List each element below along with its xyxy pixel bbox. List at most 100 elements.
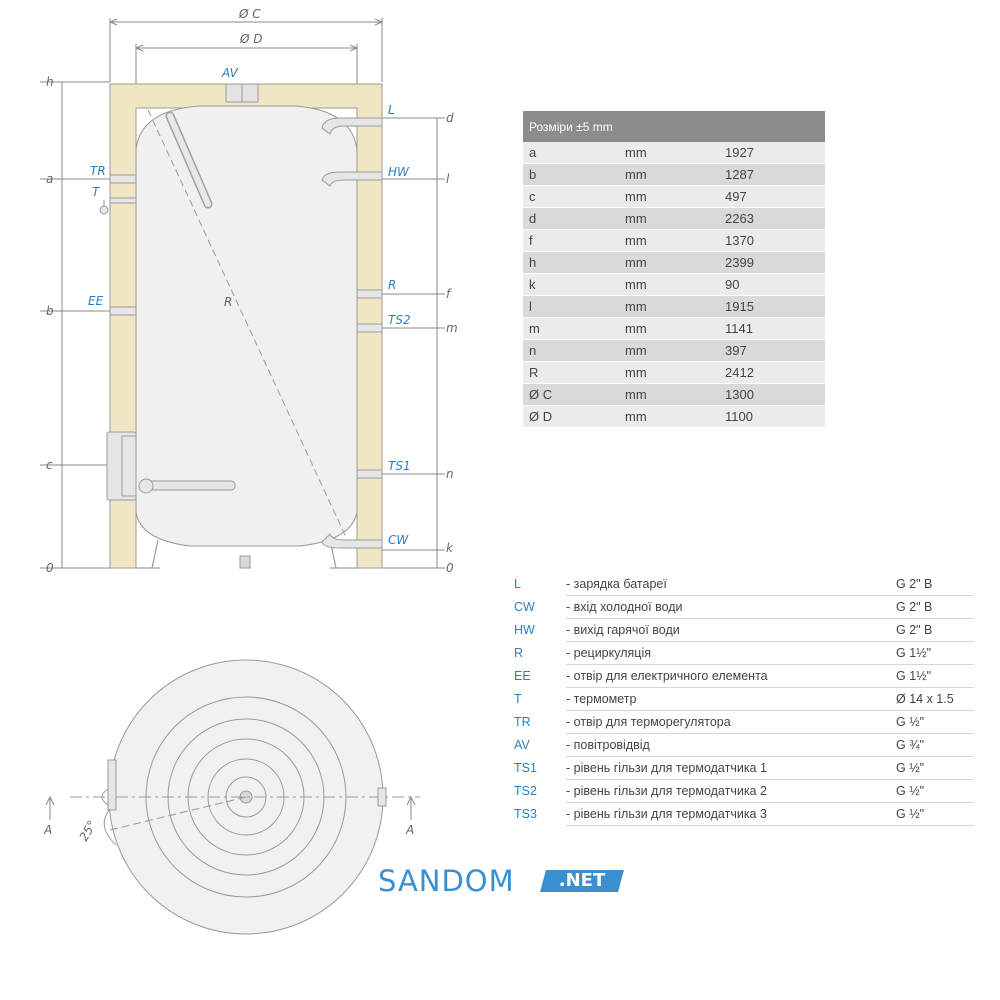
conn-av: AV — [221, 66, 239, 80]
param-cell: n — [523, 339, 619, 362]
legend-desc: - повітровідвід — [566, 738, 650, 752]
conn-t: T — [92, 185, 101, 199]
level-0-left: 0 — [46, 561, 54, 575]
conn-r: R — [388, 278, 396, 292]
param-cell: f — [523, 229, 619, 252]
level-b: b — [46, 304, 54, 318]
param-cell: l — [523, 295, 619, 318]
legend-code: EE — [514, 669, 531, 683]
value-cell: 1300 — [719, 383, 825, 406]
unit-cell: mm — [619, 229, 719, 252]
unit-cell: mm — [619, 207, 719, 230]
param-cell: Ø C — [523, 383, 619, 406]
legend-code: R — [514, 646, 524, 660]
unit-cell: mm — [619, 339, 719, 362]
section-mark-left: A — [43, 823, 52, 837]
legend-size: G 1½" — [896, 669, 932, 683]
legend-row: CW - вхід холодної води G 2" B — [514, 596, 974, 619]
legend-size: G ½" — [896, 715, 925, 729]
legend-code: T — [514, 692, 522, 706]
legend-code: CW — [514, 600, 535, 614]
legend-desc: - рециркуляція — [566, 646, 651, 660]
legend-desc: - рівень гільзи для термодатчика 3 — [566, 807, 767, 821]
legend-desc: - отвір для електричного елемента — [566, 669, 768, 683]
unit-cell: mm — [619, 163, 719, 186]
unit-cell: mm — [619, 185, 719, 208]
legend-size: G 2" B — [896, 623, 933, 637]
top-dimension-lines — [108, 18, 384, 88]
legend-size: G ¾" — [896, 738, 925, 752]
value-cell: 2399 — [719, 251, 825, 274]
unit-cell: mm — [619, 295, 719, 318]
legend-code: TS2 — [514, 784, 537, 798]
value-cell: 397 — [719, 339, 825, 362]
right-pipe-connections — [321, 117, 383, 549]
legend-size: G 2" B — [896, 600, 933, 614]
unit-cell: mm — [619, 317, 719, 340]
brand-name: SANDOM — [378, 864, 515, 898]
legend-code: TS3 — [514, 807, 537, 821]
value-cell: 1141 — [719, 317, 825, 340]
insulation-jacket — [109, 83, 383, 569]
unit-cell: mm — [619, 361, 719, 384]
brand-suffix: .NET — [558, 870, 606, 891]
level-a: a — [46, 172, 53, 186]
dim-label-oc: Ø C — [238, 7, 261, 21]
conn-ts1: TS1 — [388, 459, 411, 473]
level-c: c — [46, 458, 53, 472]
param-cell: b — [523, 163, 619, 186]
legend-size: G 2" B — [896, 577, 933, 591]
conn-ee: EE — [88, 294, 104, 308]
value-cell: 1915 — [719, 295, 825, 318]
legend-code: L — [514, 577, 521, 591]
connection-legend: L - зарядка батареї G 2" B CW - вхід холодн… — [514, 573, 974, 826]
legend-desc: - вхід холодної води — [566, 600, 683, 614]
param-cell: d — [523, 207, 619, 230]
top-view — [70, 659, 420, 935]
tank-body — [135, 105, 358, 547]
value-cell: 1370 — [719, 229, 825, 252]
legend-code: TR — [514, 715, 531, 729]
legend-desc: - зарядка батареї — [566, 577, 667, 591]
level-m: m — [446, 321, 458, 335]
radius-line — [147, 109, 351, 547]
legend-row: TS1 - рівень гільзи для термодатчика 1 G ½… — [514, 757, 974, 780]
param-cell: k — [523, 273, 619, 296]
unit-cell: mm — [619, 251, 719, 274]
legend-desc: - вихід гарячої води — [566, 623, 680, 637]
dim-label-od: Ø D — [239, 32, 263, 46]
angle-label: 25° — [76, 818, 99, 843]
value-cell: 90 — [719, 273, 825, 296]
conn-cw: CW — [388, 533, 409, 547]
value-cell: 497 — [719, 185, 825, 208]
table-header-label: Розміри ±5 mm — [523, 111, 719, 142]
value-cell: 2263 — [719, 207, 825, 230]
legend-code: TS1 — [514, 761, 537, 775]
legend-size: G 1½" — [896, 646, 932, 660]
brand-suffix-badge: .NET — [540, 870, 624, 892]
legend-row: R - рециркуляція G 1½" — [514, 642, 974, 665]
param-cell: c — [523, 185, 619, 208]
param-cell: Ø D — [523, 405, 619, 428]
conn-l: L — [388, 103, 395, 117]
conn-tr: TR — [90, 164, 106, 178]
legend-size: G ½" — [896, 761, 925, 775]
legend-size: G ½" — [896, 784, 925, 798]
legend-desc: - рівень гільзи для термодатчика 1 — [566, 761, 767, 775]
level-k: k — [446, 541, 454, 555]
